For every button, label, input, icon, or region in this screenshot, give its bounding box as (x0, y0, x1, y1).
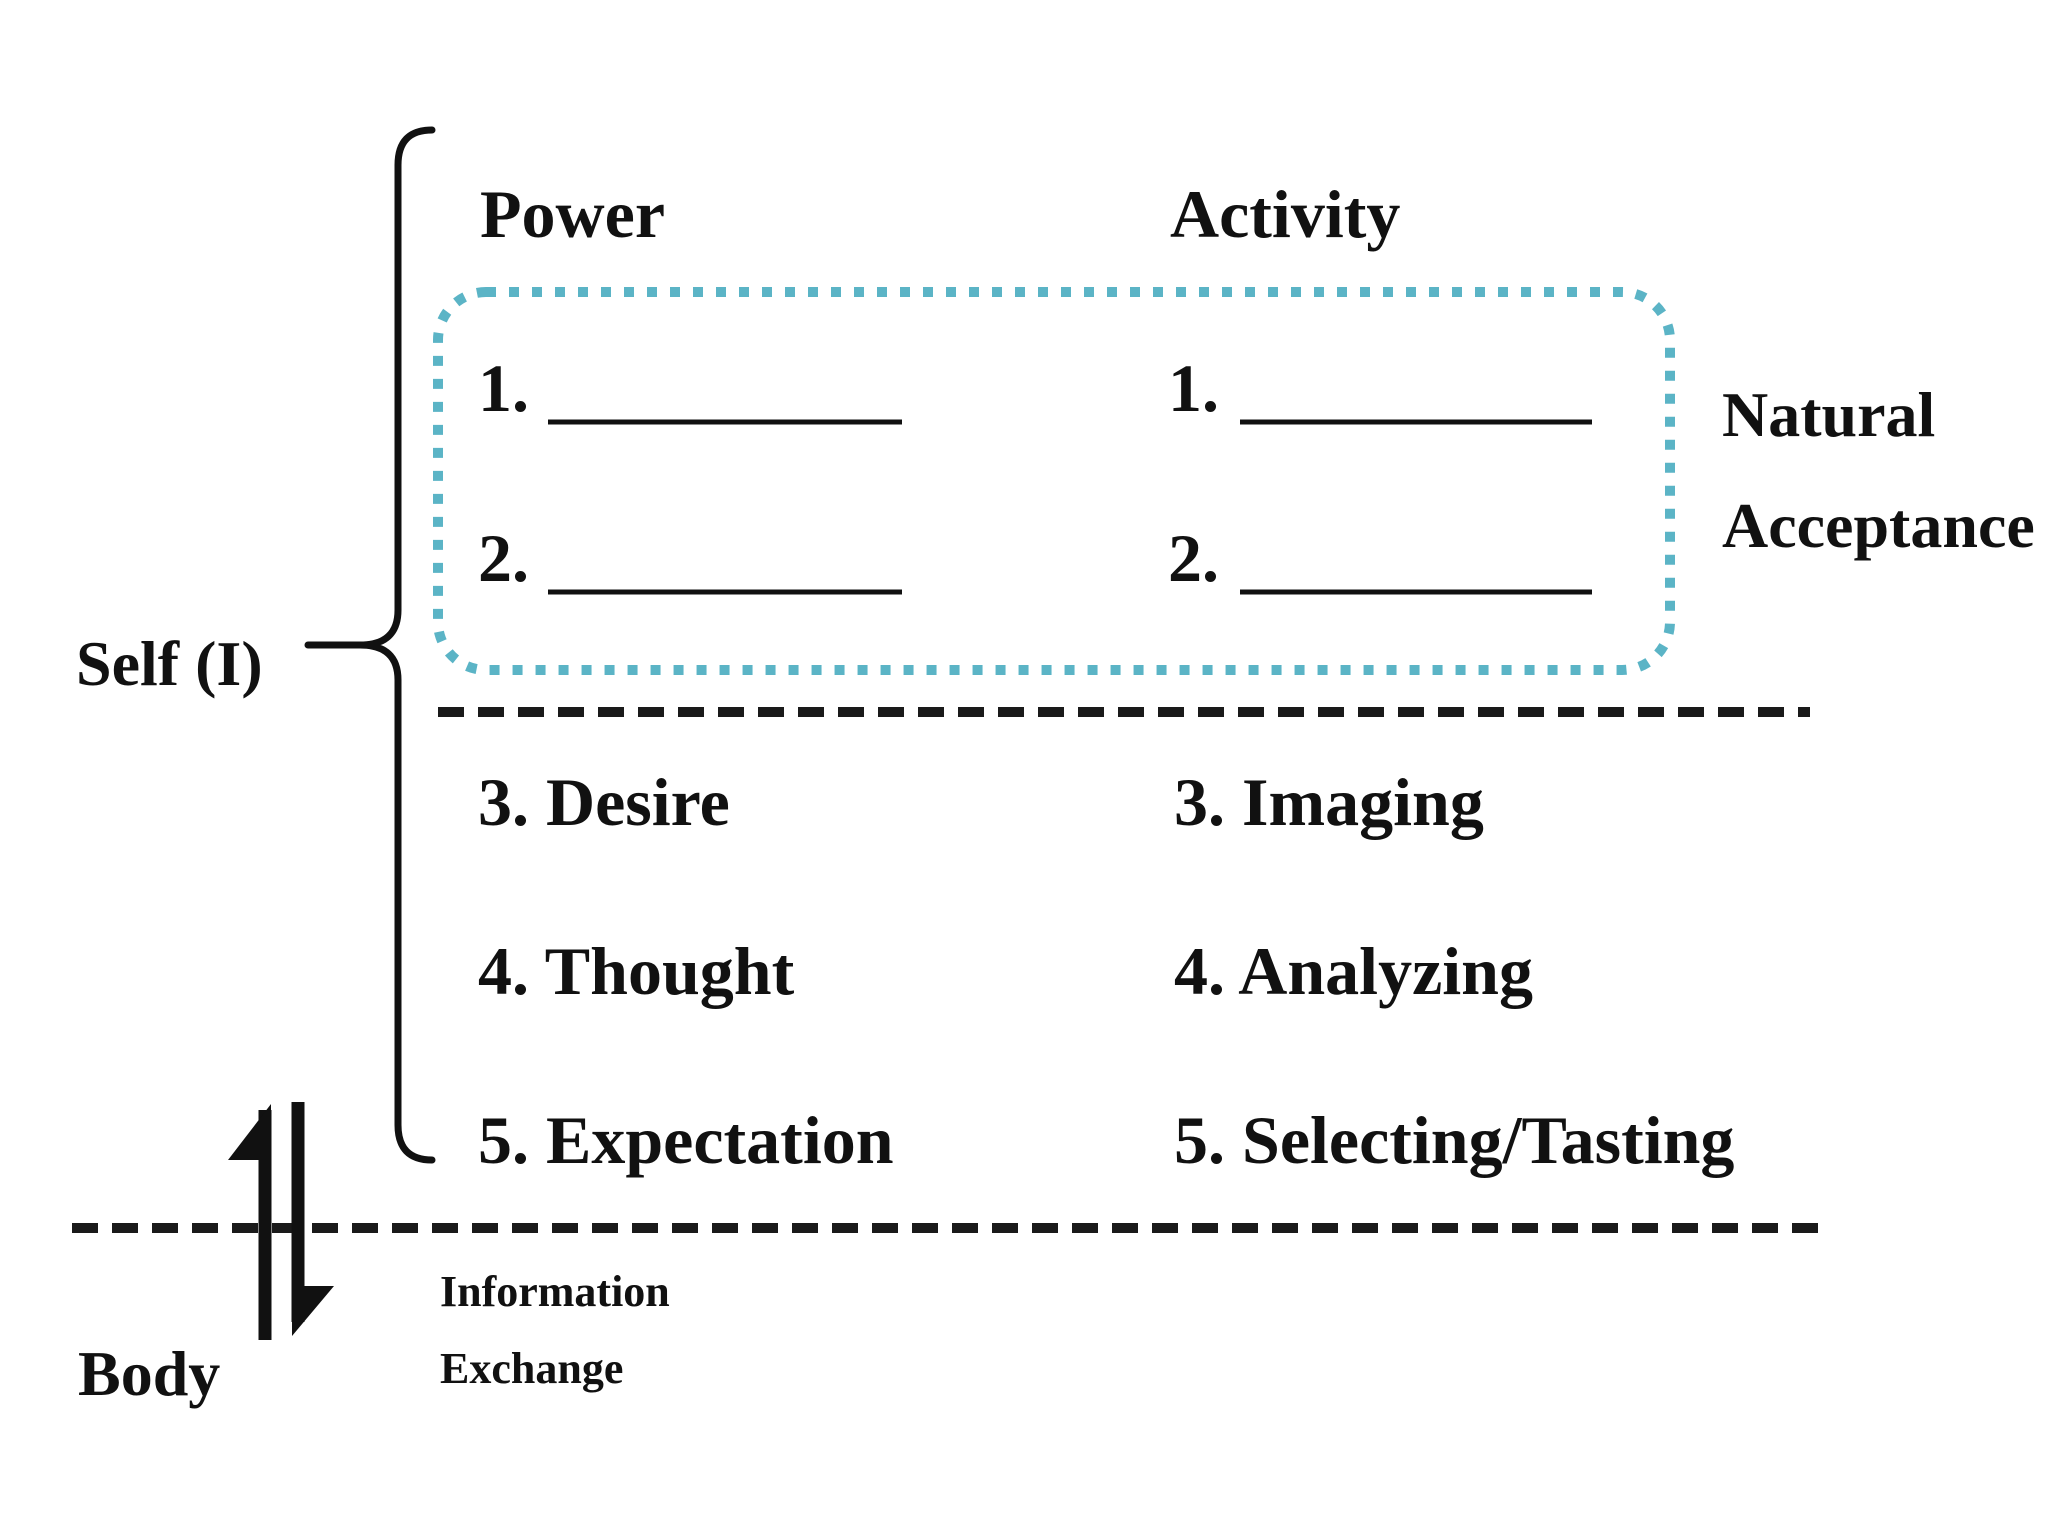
power-blank-number-2: 2. (478, 520, 529, 596)
natural-acceptance-label-line2: Acceptance (1722, 490, 2035, 561)
power-blank-number-1: 1. (478, 350, 529, 426)
information-exchange-label-line1: Information (440, 1267, 670, 1316)
self-bracket (304, 126, 436, 1164)
power-header: Power (480, 176, 666, 252)
self-label: Self (I) (76, 628, 263, 699)
activity-item-analyzing: 4. Analyzing (1174, 933, 1533, 1009)
activity-item-selecting-tasting: 5. Selecting/Tasting (1174, 1102, 1735, 1178)
information-exchange-label-line2: Exchange (440, 1344, 624, 1393)
natural-acceptance-label-line1: Natural (1722, 379, 1936, 450)
activity-blank-number-1: 1. (1168, 350, 1219, 426)
power-item-thought: 4. Thought (478, 933, 795, 1009)
power-item-expectation: 5. Expectation (478, 1102, 894, 1178)
exchange-arrows-icon (228, 1102, 334, 1340)
activity-blank-number-2: 2. (1168, 520, 1219, 596)
activity-header: Activity (1170, 176, 1401, 252)
power-item-desire: 3. Desire (478, 764, 730, 840)
activity-item-imaging: 3. Imaging (1174, 764, 1484, 840)
natural-acceptance-box (433, 287, 1675, 675)
body-label: Body (78, 1338, 221, 1409)
